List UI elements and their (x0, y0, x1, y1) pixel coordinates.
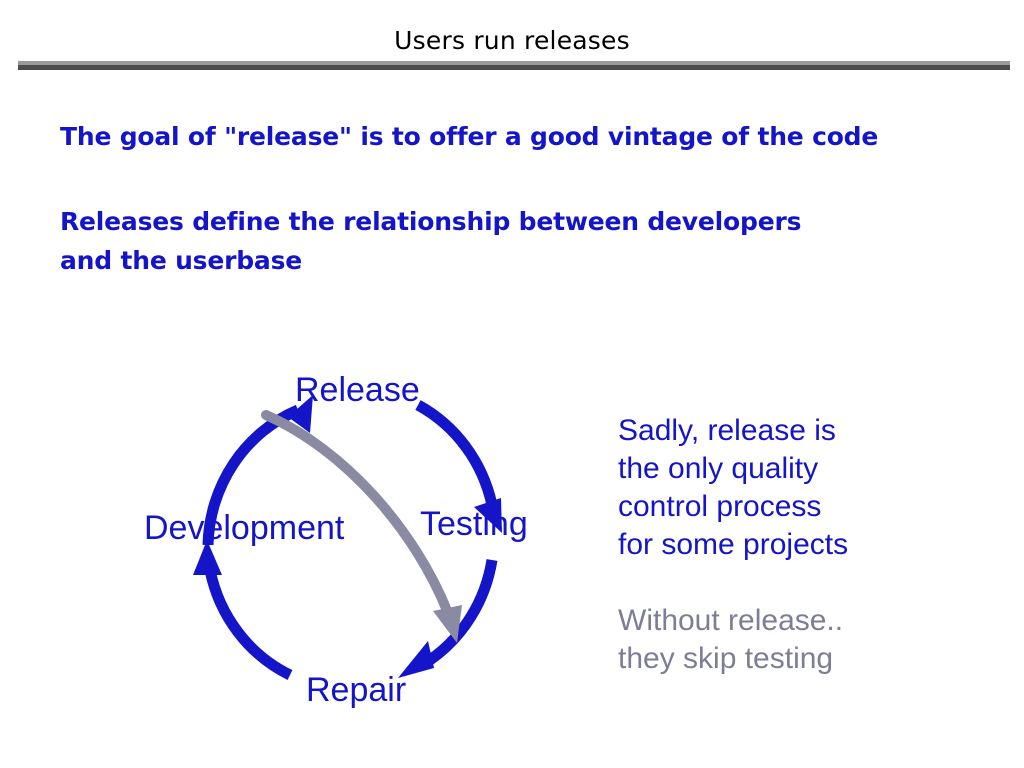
note-without-release-skip-testing: Without release.. they skip testing (618, 604, 844, 675)
title-divider-dark (18, 65, 1010, 70)
cycle-label-release: Release (295, 371, 420, 409)
cycle-label-testing: Testing (420, 505, 528, 543)
page-title: Users run releases (394, 26, 630, 55)
title-divider-light (18, 61, 1010, 65)
bullet-releases-define-relationship: Releases define the relationship between… (60, 207, 802, 275)
bullet-goal-of-release: The goal of "release" is to offer a good… (60, 122, 879, 151)
cycle-label-repair: Repair (306, 671, 407, 709)
note-release-is-only-quality-control: Sadly, release is the only quality contr… (618, 414, 849, 561)
release-cycle-diagram: Release Testing Development Repair (130, 355, 560, 725)
arrow-release-to-repair-shortcut (261, 410, 462, 643)
arrow-release-to-testing (415, 400, 502, 533)
cycle-label-development: Development (144, 509, 345, 547)
arrow-repair-to-development (193, 540, 293, 680)
release-cycle-arrows (193, 395, 502, 680)
title-divider (18, 61, 1010, 70)
arrow-testing-to-repair (398, 559, 498, 678)
